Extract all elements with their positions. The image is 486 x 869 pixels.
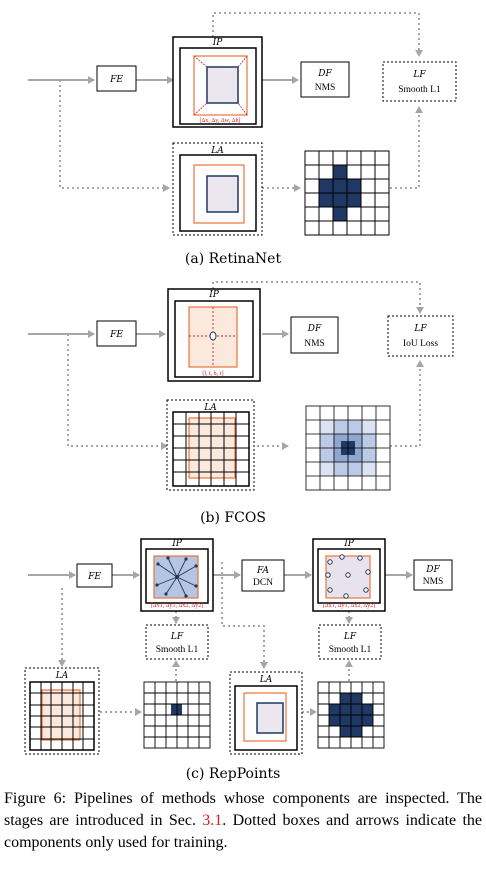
fa-dcn: DCN [253,578,273,588]
lf-box [387,315,454,357]
centerness-grid-b [305,405,391,491]
la1-label: LA [55,671,69,681]
lf-label: LF [412,70,426,80]
df-label: DF [317,69,332,79]
ip-formula: [Δx, Δy, Δw, Δh] [200,118,241,124]
df-box [290,316,339,354]
assignment-grid-a [304,150,390,236]
section-ref-link[interactable]: 3.1 [202,812,223,829]
caption-reppoints: (c) RepPoints [186,766,281,782]
la-label: LA [203,403,217,413]
lf-text: IoU Loss [403,339,438,349]
fa-box [241,559,285,592]
lf2-label: LF [343,632,357,642]
fe-label: FE [109,330,123,340]
lf-box [382,61,457,102]
panel-retinanet: FE IP [Δx, Δy, Δw, Δh] DF NMS LF Smooth … [28,12,457,267]
fe-label: FE [87,572,101,582]
caption-fcos: (b) FCOS [200,510,266,526]
df-box [413,559,453,591]
fe-box [76,563,113,588]
la-label: LA [210,146,224,156]
df-nms: NMS [423,577,444,587]
figure-caption: Figure 6: Pipelines of methods whose com… [4,788,482,854]
df-box [300,61,350,98]
df-nms: NMS [315,83,336,93]
lf-label: LF [413,324,427,334]
ip2-formula: [Δx1, Δy1, Δx2, Δy2] [323,603,375,609]
lf2-text: Smooth L1 [329,645,372,655]
fa-label: FA [256,566,269,576]
fe-label: FE [109,75,123,85]
ip-formula: [l, t, b, r] [202,371,223,377]
panel-fcos: FE IP [l, t, b, r] DF NMS LF IoU Loss LA [28,281,454,526]
ip1-formula: [Δx1, Δy1, Δx2, Δy2] [151,603,203,609]
ip2-label: IP [343,539,355,549]
fe-box [96,320,137,347]
pipeline-figure: FE IP [Δx, Δy, Δw, Δh] DF NMS LF Smooth … [24,12,457,782]
panel-reppoints: FE IP [Δx1, Δy1, Δx2, Δy2] FA DCN IP [24,538,453,782]
ip1-label: IP [171,539,183,549]
lf2-box [318,624,382,660]
ip-label: IP [208,290,220,300]
ip-label: IP [212,38,224,48]
assignment-grid-c2 [317,681,385,749]
caption-retinanet: (a) RetinaNet [185,251,282,267]
df-label: DF [307,324,322,334]
lf1-box [145,624,209,660]
fe-box [96,65,137,92]
df-label: DF [425,565,440,575]
lf-text: Smooth L1 [398,85,441,95]
lf1-label: LF [170,632,184,642]
assignment-grid-c1 [143,681,211,749]
la2-label: LA [259,675,273,685]
caption-part1: Figure 6: Pipelines of methods whose com… [4,790,482,829]
caption-part2: . Dotted boxes and arrows indicate the c… [4,812,482,851]
df-nms: NMS [304,339,325,349]
lf1-text: Smooth L1 [156,645,199,655]
